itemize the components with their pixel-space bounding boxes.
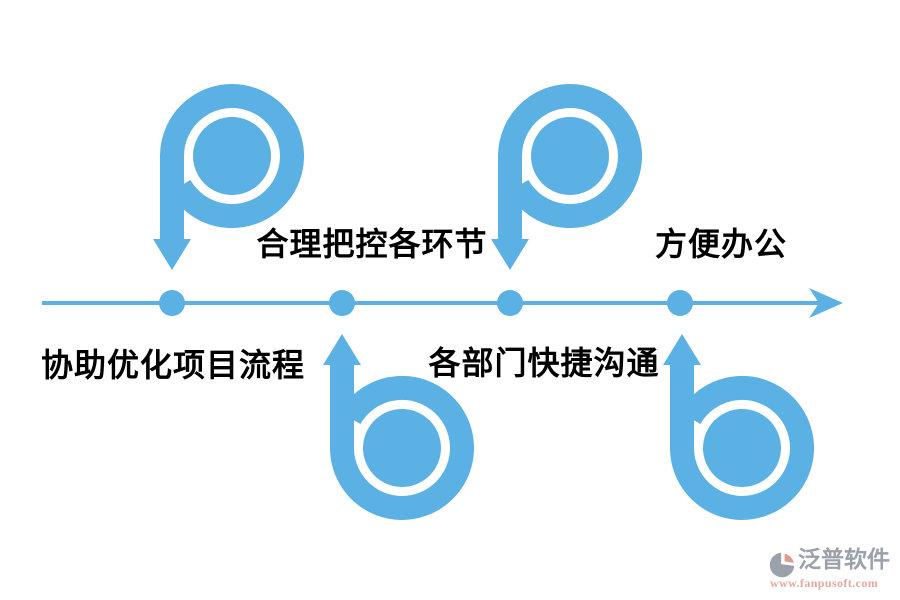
timeline-node [159,290,185,316]
fanpu-logo-icon [769,552,795,578]
timeline-axis-arrowhead-icon [809,288,843,318]
timeline-node [667,290,693,316]
watermark-url: www.fanpusoft.com [770,576,879,590]
step-label-fast-department-communication: 各部门快捷沟通 [428,345,660,381]
step-label-optimize-project-flow: 协助优化项目流程 [40,347,306,383]
b-loop-arrow-up-icon [663,334,802,508]
p-loop-arrow-down-icon [491,96,630,270]
watermark: 泛普软件 www.fanpusoft.com [768,546,898,596]
step-label-control-each-link: 合理把控各环节 [256,226,488,262]
watermark-brand: 泛普软件 [798,546,890,572]
timeline-node [329,290,355,316]
step-label-convenient-office: 方便办公 [654,226,788,262]
timeline-node [497,290,523,316]
